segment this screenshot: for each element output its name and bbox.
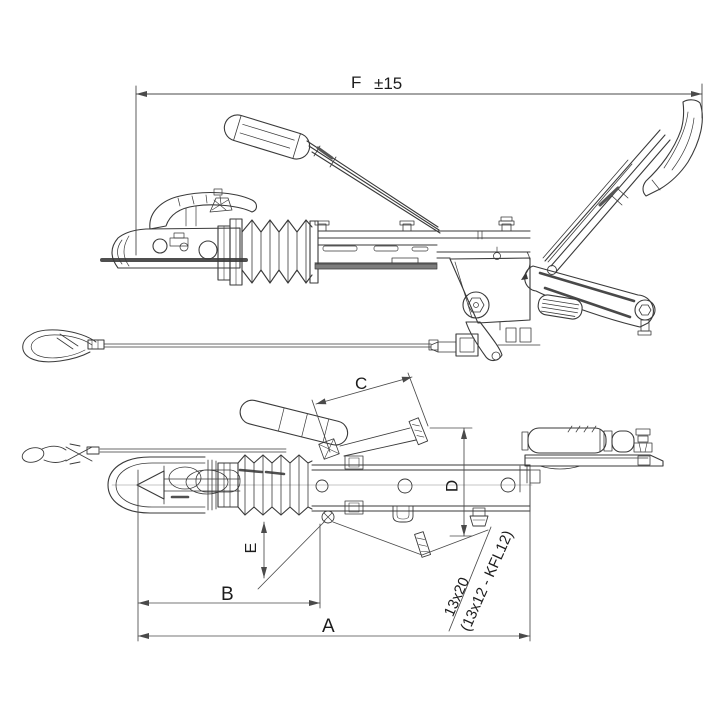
drawbar-housing-side: [314, 216, 531, 280]
dim-label-a: A: [322, 616, 335, 637]
bellows-plan: [237, 454, 313, 516]
dim-label-d: D: [442, 479, 462, 493]
coupling-handle-side: [223, 114, 441, 234]
dim-label-c: C: [355, 374, 368, 393]
damper-plan: [521, 425, 653, 454]
breakaway-cable-side: [22, 329, 439, 363]
coupling-head-side: [100, 188, 258, 269]
drawbar-tube-plan: [311, 455, 531, 527]
handbrake-lever-plan: [239, 399, 432, 558]
dimension-c: [311, 372, 429, 453]
side-view: [22, 83, 703, 363]
handbrake-lever-side: [542, 99, 703, 273]
rear-mechanism-side: [430, 251, 541, 362]
breakaway-cable-plan: [21, 443, 287, 465]
dimension-f: [135, 83, 703, 256]
dim-label-b: B: [221, 584, 234, 605]
crossmember-plan: [519, 454, 664, 493]
dimension-e: [257, 520, 326, 590]
dimension-d: [429, 427, 473, 537]
lever-arm-side: [524, 265, 656, 336]
bellows-side: [217, 218, 319, 286]
plan-view: [21, 372, 664, 642]
dimension-a: [137, 469, 531, 642]
dimension-b: [137, 523, 321, 609]
dim-label-f: F: [351, 73, 362, 92]
dim-label-f-tolerance: ±15: [374, 74, 403, 93]
slot-leader: [332, 521, 492, 632]
dim-label-e: E: [243, 542, 260, 554]
